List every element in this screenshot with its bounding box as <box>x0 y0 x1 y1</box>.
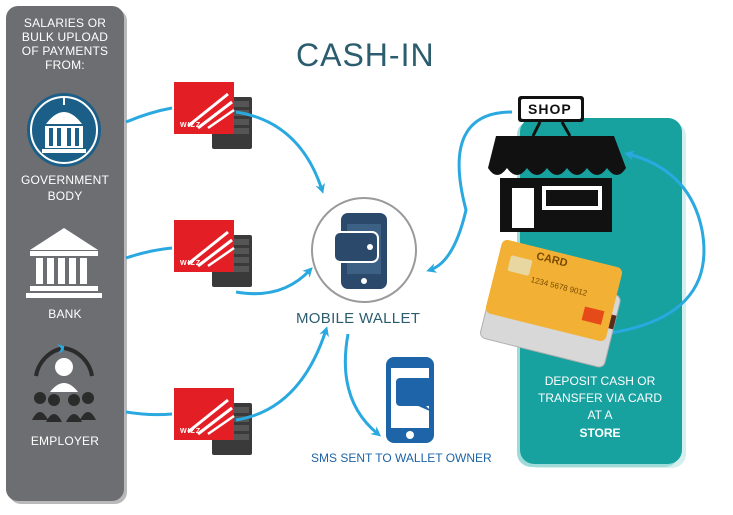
server-icon <box>172 218 254 289</box>
sms-phone-icon <box>386 357 434 443</box>
store-panel-emphasis: STORE <box>579 426 621 440</box>
employer-network-icon <box>32 344 96 422</box>
flow-arrows <box>125 106 706 437</box>
shop-icon <box>488 96 626 232</box>
government-label: GOVERNMENT <box>20 173 109 187</box>
sms-label: SMS SENT TO WALLET OWNER <box>311 451 492 465</box>
bank-label: BANK <box>48 307 82 321</box>
server-logo-text: WIZZ <box>180 122 202 129</box>
store-panel-line: DEPOSIT CASH OR <box>544 374 656 388</box>
page-title: CASH-IN <box>296 37 435 73</box>
store-panel-line: AT A <box>587 408 613 422</box>
source-header-line: BULK UPLOAD <box>21 30 109 44</box>
bank-icon <box>26 228 102 298</box>
shop-sign-text: SHOP <box>528 101 572 117</box>
credit-card-icon <box>480 239 623 368</box>
store-panel-line: TRANSFER VIA CARD <box>537 391 663 405</box>
server-icon <box>172 80 254 151</box>
server-icon <box>172 386 254 457</box>
source-header-line: FROM: <box>45 58 85 72</box>
government-building-icon <box>27 93 101 167</box>
employer-label: EMPLOYER <box>30 434 100 448</box>
source-header-line: OF PAYMENTS <box>21 44 109 58</box>
server-logo-text: WIZZ <box>180 428 202 435</box>
source-header-line: SALARIES OR <box>23 16 107 30</box>
server-logo-text: WIZZ <box>180 260 202 267</box>
government-label: BODY <box>47 189 83 203</box>
mobile-wallet-icon <box>311 197 417 303</box>
mobile-wallet-label: MOBILE WALLET <box>296 310 421 327</box>
